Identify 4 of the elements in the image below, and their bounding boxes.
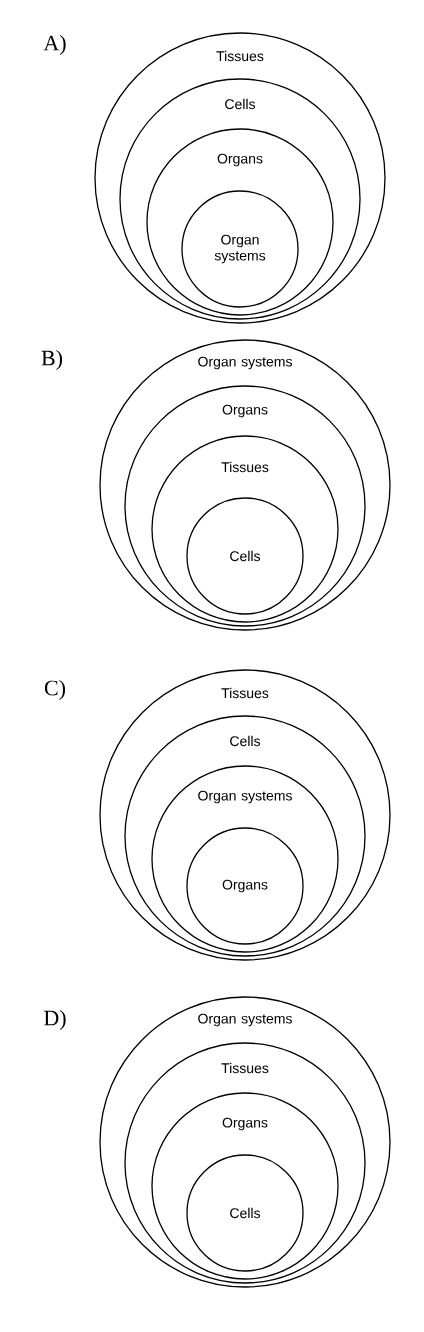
panel-label: C) (44, 680, 66, 700)
panel-label: B) (41, 350, 63, 370)
panel-label: A) (43, 35, 66, 55)
panel-label: D) (44, 1010, 66, 1030)
